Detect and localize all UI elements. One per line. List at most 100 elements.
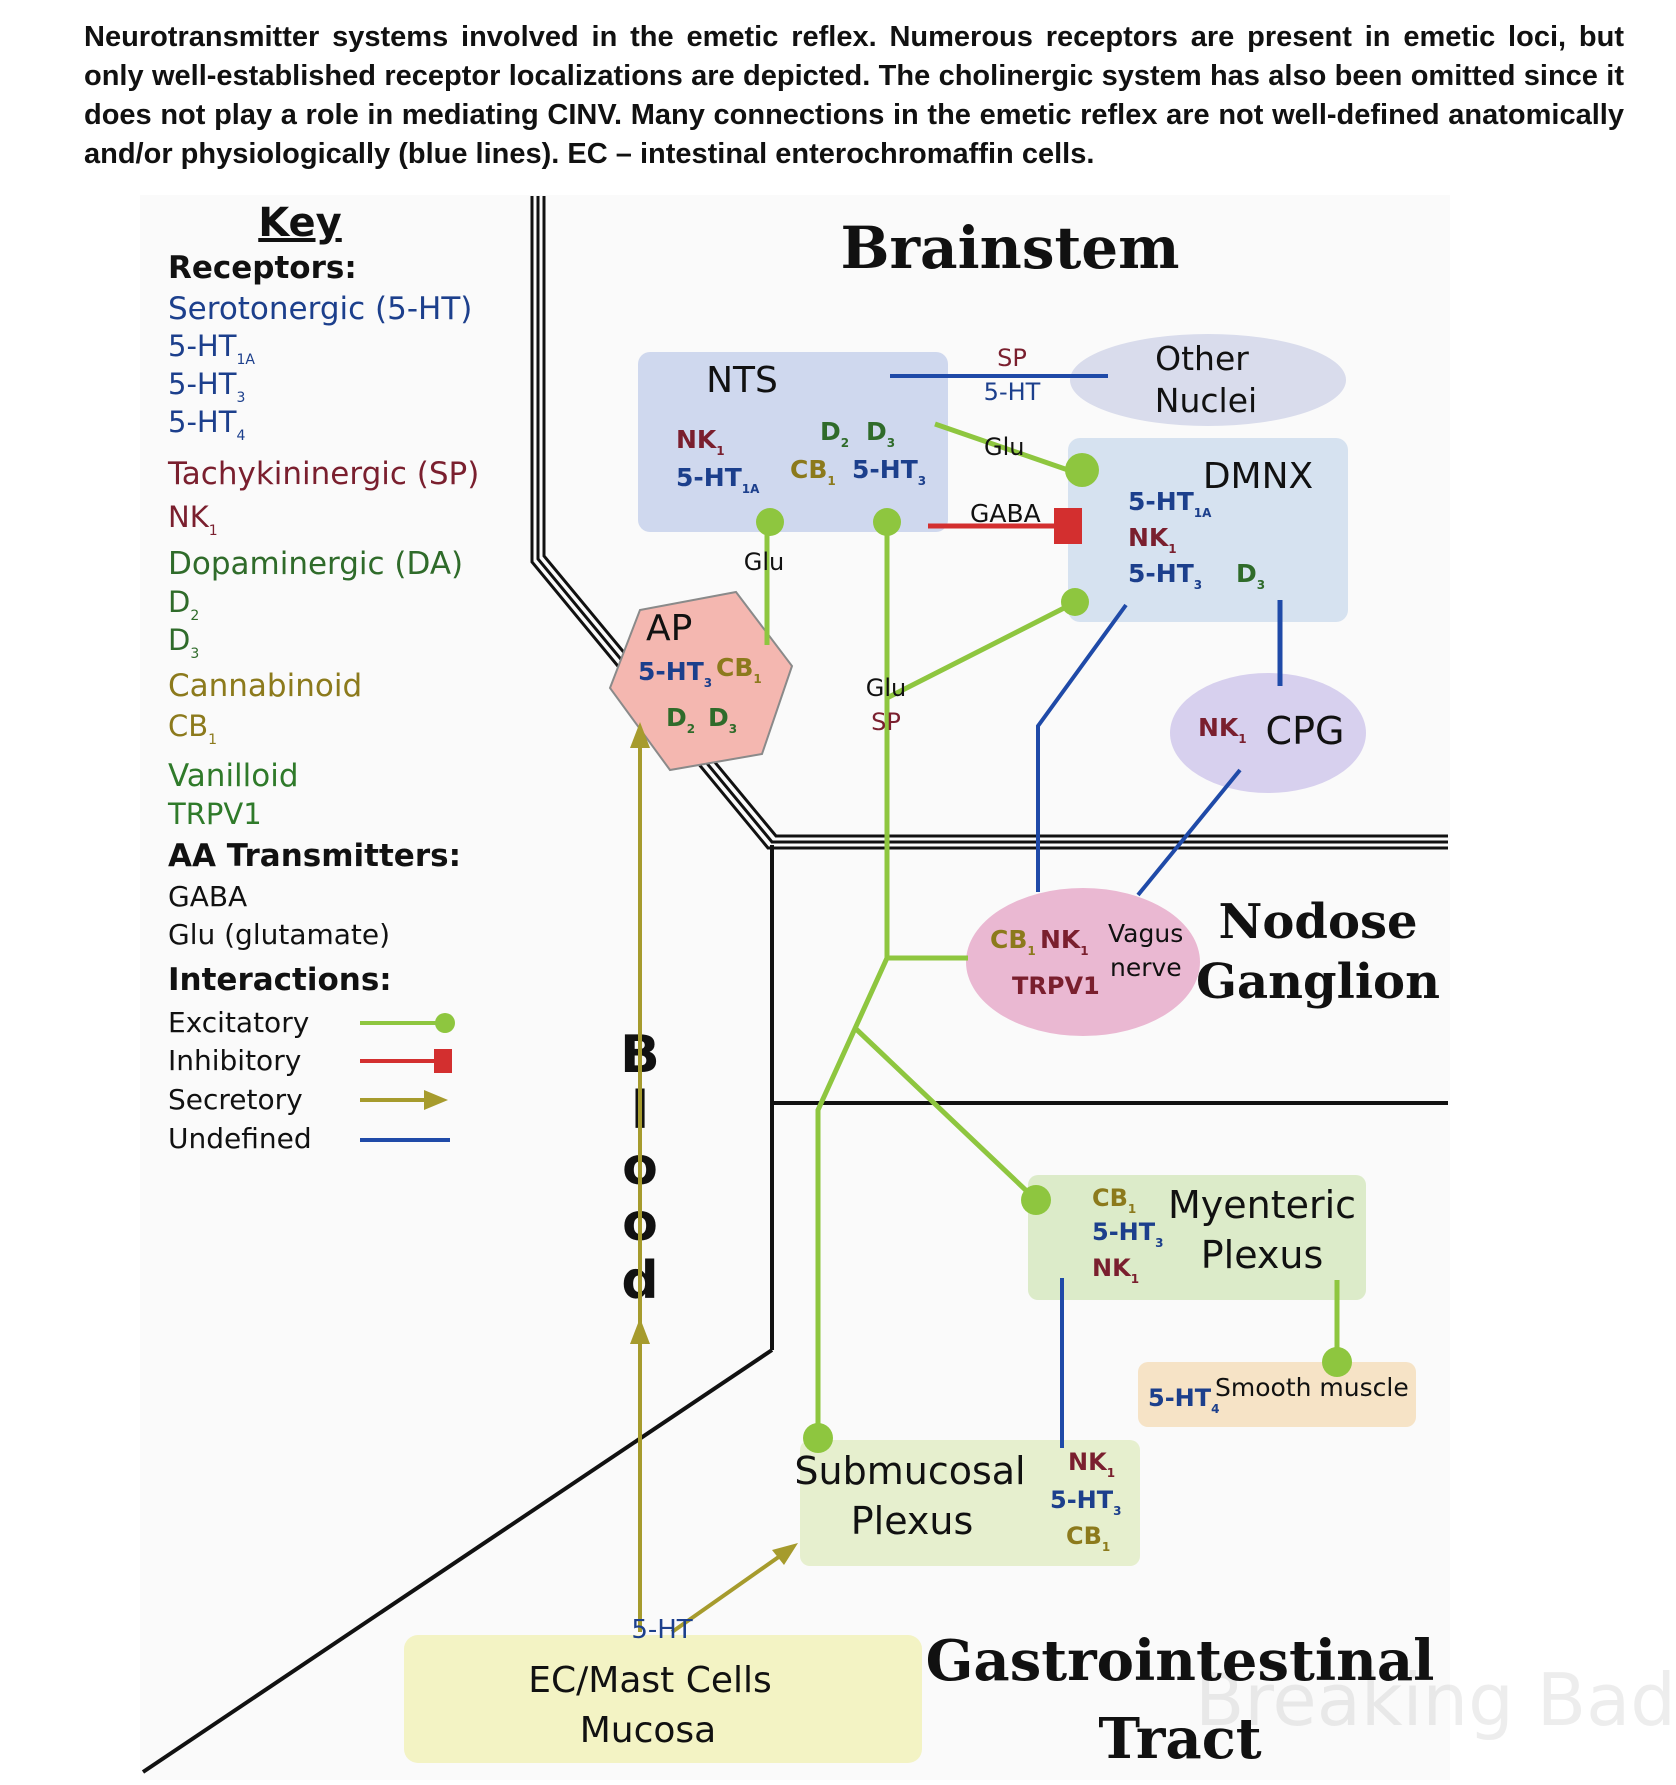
nodose-ellipse: [966, 888, 1200, 1036]
key-serotonergic: Serotonergic (5-HT): [168, 291, 472, 327]
ap-5ht3: 5-HT3: [638, 657, 712, 690]
brainstem-label: Brainstem: [840, 214, 1179, 282]
myenteric-5ht3: 5-HT3: [1092, 1218, 1163, 1250]
cpg-ellipse: [1170, 673, 1366, 793]
other-nuclei-line1: Other: [1155, 339, 1249, 378]
vagus-nerve-line1: Vagus: [1108, 919, 1183, 948]
key-secretory: Secretory: [168, 1083, 303, 1116]
glu-nts-dmnx-connection: [934, 421, 1069, 473]
gaba-label: GABA: [970, 499, 1041, 528]
nts-d3: D3: [866, 417, 895, 450]
vagus-nerve-line2: nerve: [1110, 953, 1182, 982]
myenteric-terminal: [1021, 1185, 1051, 1215]
other-nuclei-line2: Nuclei: [1155, 381, 1257, 420]
myenteric-title-line1: Myenteric: [1168, 1183, 1356, 1227]
submucosal-title-line1: Submucosal: [794, 1449, 1025, 1493]
key-cb1: CB1: [168, 709, 217, 748]
nodose-label-line2: Ganglion: [1196, 954, 1440, 1010]
other-nuclei-ellipse: [1070, 334, 1346, 426]
key-title: Key: [258, 200, 342, 246]
glu-dmnx-terminal: [1065, 453, 1099, 487]
key-d3: D3: [168, 623, 199, 662]
vagal-submucosal-connection: [815, 956, 890, 1440]
key-excitatory-symbol: [360, 1013, 455, 1033]
submucosal-nk1: NK1: [1068, 1448, 1115, 1480]
submucosal-5ht3: 5-HT3: [1050, 1486, 1121, 1518]
vagal-dmnx-terminal: [1061, 588, 1089, 616]
vagal-myenteric-connection: [853, 1026, 1036, 1200]
key-secretory-symbol: [360, 1090, 448, 1110]
watermark: Breaking Bad: [1195, 1658, 1676, 1742]
dmnx-5ht3: 5-HT3: [1128, 559, 1202, 592]
blood-ap-arrowhead: [630, 722, 650, 748]
myenteric-box: [1028, 1175, 1366, 1300]
myenteric-title-line2: Plexus: [1201, 1233, 1324, 1277]
ap-hexagon: [608, 590, 794, 772]
blood-secretion-arrowhead: [630, 1318, 650, 1344]
gaba-terminal: [1054, 508, 1082, 544]
ec-submucosal-arrowhead: [772, 1543, 798, 1565]
key-nk1: NK1: [168, 500, 218, 539]
key-cannabinoid: Cannabinoid: [168, 668, 362, 704]
smooth-muscle-terminal: [1322, 1347, 1352, 1377]
ec-line2: Mucosa: [580, 1710, 717, 1751]
dmnx-d3: D3: [1236, 559, 1265, 592]
key-glu: Glu (glutamate): [168, 918, 390, 951]
key-aa-heading: AA Transmitters:: [168, 838, 461, 874]
5ht-label: 5-HT: [984, 378, 1041, 406]
nodose-nk1: NK1: [1040, 925, 1089, 958]
key-gaba: GABA: [168, 880, 247, 913]
key-undefined: Undefined: [168, 1122, 312, 1155]
glu-dmnx-label: Glu: [984, 433, 1024, 461]
dmnx-nodose-connection: [1036, 603, 1128, 892]
nodose-cb1: CB1: [990, 925, 1036, 958]
ap-d3: D3: [708, 703, 737, 736]
dmnx-5ht1a: 5-HT1A: [1128, 487, 1212, 520]
key-5ht1a: 5-HT1A: [168, 329, 255, 368]
glu-ap-label: Glu: [744, 548, 784, 576]
vagal-dmnx-connection: [885, 602, 1072, 701]
ap-title: AP: [646, 608, 692, 649]
cpg-vagus-connection: [1136, 768, 1242, 897]
sp-vagal-label: SP: [871, 708, 901, 736]
key-excitatory: Excitatory: [168, 1006, 309, 1039]
key-tachykininergic: Tachykininergic (SP): [167, 456, 479, 492]
ec-line1: EC/Mast Cells: [528, 1660, 772, 1701]
key-5ht4: 5-HT4: [168, 405, 245, 444]
ap-nts-terminal: [756, 508, 784, 536]
nts-d2: D2: [820, 417, 849, 450]
cpg-title: CPG: [1266, 709, 1345, 753]
key-receptors-heading: Receptors:: [168, 250, 357, 286]
smooth-muscle-box: [1138, 1362, 1416, 1427]
ec-5ht-label: 5-HT: [631, 1615, 692, 1645]
key-dopaminergic: Dopaminergic (DA): [168, 546, 463, 582]
nts-cb1: CB1: [790, 455, 836, 488]
smooth-muscle-title: Smooth muscle: [1215, 1373, 1409, 1402]
myenteric-cb1: CB1: [1092, 1184, 1136, 1216]
ap-d2: D2: [666, 703, 695, 736]
key-interactions-heading: Interactions:: [168, 962, 392, 998]
key-vanilloid: Vanilloid: [168, 758, 299, 794]
submucosal-cb1: CB1: [1066, 1522, 1110, 1554]
key-trpv1: TRPV1: [167, 797, 262, 831]
nts-nk1: NK1: [676, 425, 725, 458]
key-legend: Key Receptors: Serotonergic (5-HT) 5-HT1…: [167, 200, 479, 1155]
key-5ht3: 5-HT3: [168, 367, 245, 406]
figure-caption: Neurotransmitter systems involved in the…: [84, 21, 1624, 170]
gi-label-line1: Gastrointestinal: [926, 1628, 1435, 1694]
ap-cb1: CB1: [716, 653, 762, 686]
gi-border-diagonal: [141, 1348, 774, 1774]
key-d2: D2: [168, 585, 199, 624]
cpg-nk1: NK1: [1198, 713, 1247, 746]
nts-5ht1a: 5-HT1A: [676, 463, 760, 496]
smooth-muscle-5ht4: 5-HT4: [1148, 1384, 1219, 1416]
nts-box: [638, 352, 948, 532]
nodose-trpv1: TRPV1: [1012, 972, 1100, 1000]
dmnx-nk1: NK1: [1128, 523, 1177, 556]
dmnx-box: [1068, 438, 1348, 622]
gi-label-line2: Tract: [1098, 1706, 1261, 1772]
ec-mast-cells-box: [404, 1635, 922, 1763]
glu-vagal-label: Glu: [866, 674, 906, 702]
nts-title: NTS: [706, 360, 778, 401]
